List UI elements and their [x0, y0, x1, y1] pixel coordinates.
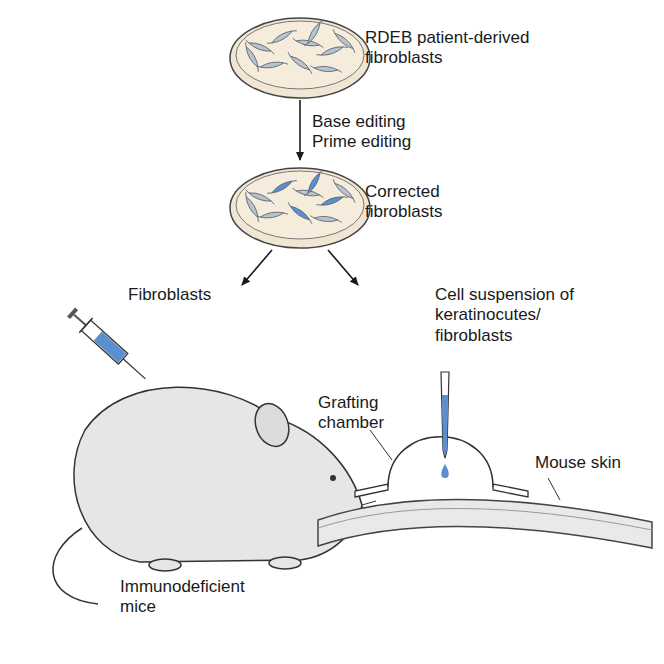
syringe	[64, 305, 152, 387]
edge-label: Base editing Prime editing	[312, 112, 430, 153]
process-arrow	[242, 250, 272, 285]
fibroblast-cell	[267, 177, 297, 197]
illustration-node: Corrected fibroblasts	[225, 160, 515, 250]
node-label: Immunodeficient mice	[120, 577, 260, 618]
node-label: Cell suspension of keratinocutes/ fibrob…	[435, 285, 585, 346]
fibroblast-cell	[256, 210, 288, 220]
fibroblast-cell	[242, 192, 262, 222]
fibroblast-cell	[285, 52, 314, 74]
fibroblast-cell	[267, 27, 297, 47]
fibroblast-cell	[330, 29, 358, 53]
fibroblast-cell	[285, 202, 314, 224]
process-arrow	[299, 100, 301, 160]
fibroblast-cell	[316, 43, 348, 59]
node-label: Fibroblasts	[128, 285, 211, 305]
node-label: Mouse skin	[535, 453, 621, 473]
fibroblast-cell	[304, 18, 324, 48]
fibroblast-cell	[330, 179, 358, 203]
fibroblast-cell	[310, 65, 342, 73]
illustration-node: FibroblastsImmunodeficient mice	[40, 285, 370, 630]
grafting-setup	[318, 372, 652, 548]
petri-dish	[230, 168, 370, 248]
node-label: Corrected fibroblasts	[365, 182, 480, 223]
fibroblast-cell	[316, 193, 348, 209]
fibroblast-cell	[310, 215, 342, 223]
petri-dish	[230, 18, 370, 98]
node-label: Grafting chamber	[318, 393, 403, 434]
illustration-node: RDEB patient-derived fibroblasts	[225, 10, 605, 100]
node-label: RDEB patient-derived fibroblasts	[365, 28, 540, 69]
fibroblast-cell	[304, 168, 324, 198]
illustration-node: Grafting chamber Cell suspension of kerat…	[315, 285, 655, 535]
fibroblast-cell	[256, 60, 288, 70]
process-arrow	[328, 250, 358, 285]
fibroblast-cell	[242, 42, 262, 72]
